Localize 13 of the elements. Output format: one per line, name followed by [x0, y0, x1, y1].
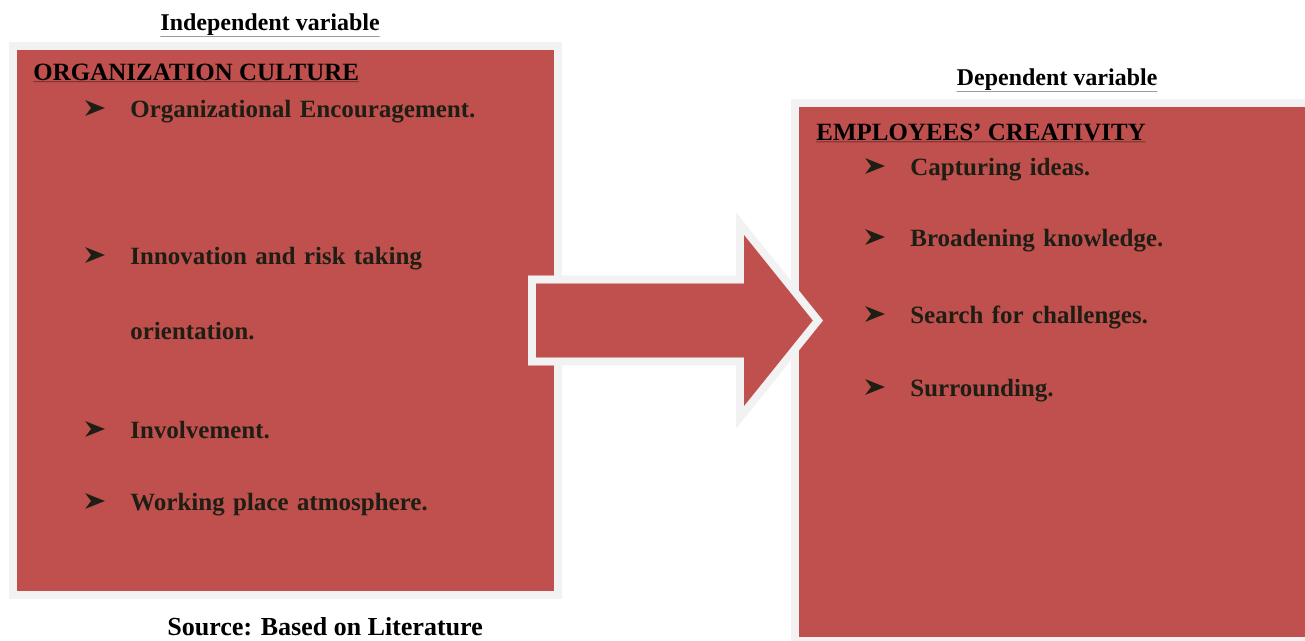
bullet-item: Capturing ideas. — [911, 157, 1089, 181]
bullet-item: Working place atmosphere. — [130, 492, 427, 516]
bullet-item: Involvement. — [131, 420, 269, 439]
block-arrow — [528, 212, 824, 429]
heading-text: Independent variable — [160, 13, 380, 37]
bullet-item: Organizational Encouragement. — [131, 99, 475, 123]
box-title: ORGANIZATION CULTURE — [33, 63, 360, 82]
bullet-item: Innovation and risk taking orientation. — [131, 246, 422, 340]
heading-text: Dependent variable — [956, 68, 1158, 92]
bullet-item: Broadening knowledge. — [910, 228, 1163, 252]
bullet-item: Search for challenges. — [911, 305, 1147, 329]
bullet-item: Surrounding. — [911, 378, 1053, 402]
box-title: EMPLOYEES’ CREATIVITY — [816, 123, 1146, 142]
